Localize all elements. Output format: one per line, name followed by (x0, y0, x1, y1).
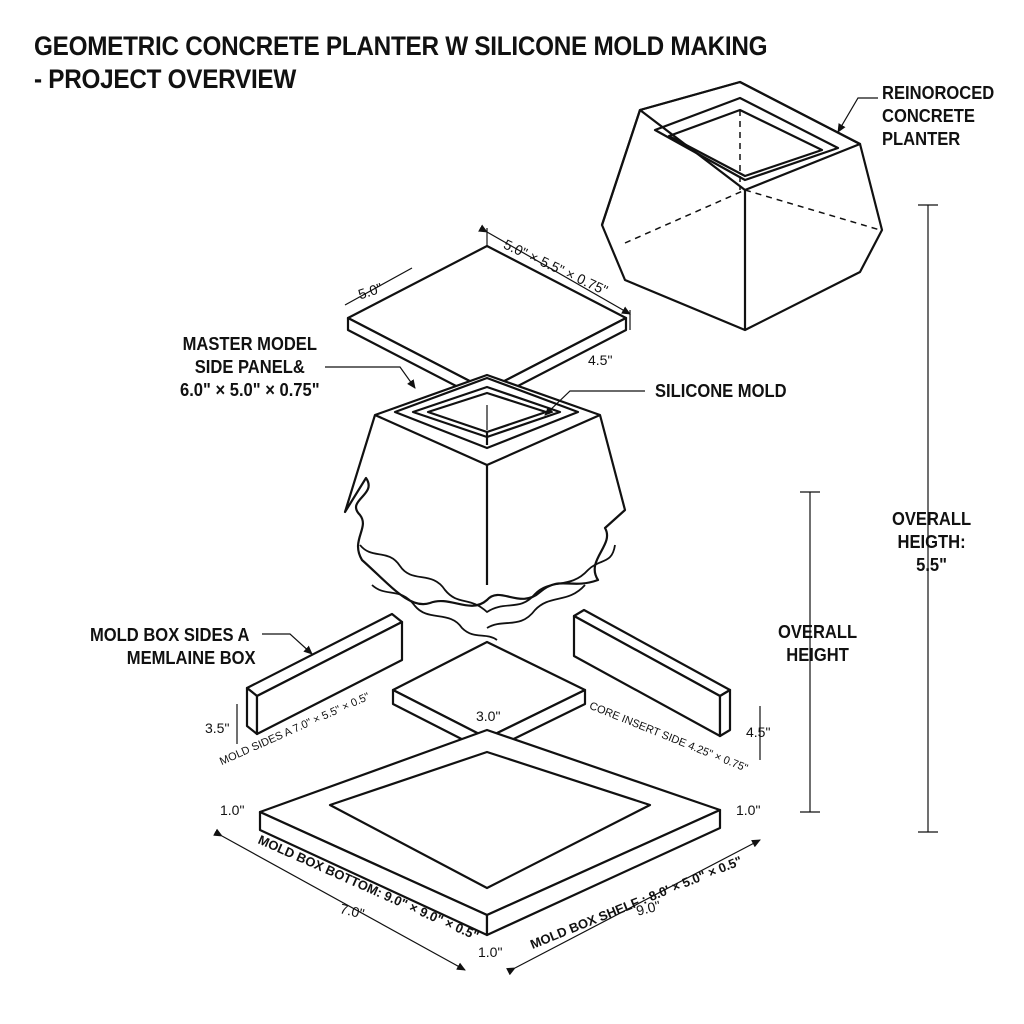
base-right-length-dimension-line (506, 839, 761, 976)
base-bottom-thickness-text: 1.0" (478, 944, 503, 960)
silicone-mold-body (343, 373, 627, 641)
overall-height-inner-label: OVERALL HEIGHT (778, 622, 858, 665)
mold-box-side-right (572, 608, 732, 738)
silicone-mold-leader (544, 390, 645, 416)
panel-width-dimension-line (344, 267, 413, 306)
concrete-planter (600, 80, 884, 332)
mold-box-side-left (245, 612, 404, 736)
base-left-thickness-text: 1.0" (220, 802, 245, 818)
diagram-title: GEOMETRIC CONCRETE PLANTER W SILICONE MO… (34, 30, 808, 96)
base-right-thickness-text: 1.0" (736, 802, 761, 818)
silicone-mold-label: SILICONE MOLD (655, 381, 787, 401)
core-insert (391, 640, 587, 754)
master-model-leader (325, 366, 416, 389)
left-side-height-text: 3.5" (205, 720, 230, 736)
title-line-2: - PROJECT OVERVIEW (34, 64, 297, 94)
base-left-length-dimension-line (213, 828, 466, 971)
overall-height-outer-label: OVERALL HEIGTH: 5.5" (892, 509, 972, 575)
right-side-height-text: 4.5" (746, 724, 771, 740)
planter-label: REINOROCED CONCRETE PLANTER (882, 83, 995, 149)
mold-box-sides-leader (262, 633, 313, 655)
planter-leader (837, 97, 878, 133)
title-line-1: GEOMETRIC CONCRETE PLANTER W SILICONE MO… (34, 31, 768, 61)
mold-box-sides-label: MOLD BOX SIDES A MEMLAINE BOX (90, 625, 256, 668)
panel-depth-text: 4.5" (588, 352, 613, 368)
panel-size-dimension-line (478, 224, 631, 315)
master-model-label: MASTER MODEL SIDE PANEL& 6.0" × 5.0" × 0… (180, 334, 320, 400)
core-size-text: 3.0" (476, 708, 501, 724)
